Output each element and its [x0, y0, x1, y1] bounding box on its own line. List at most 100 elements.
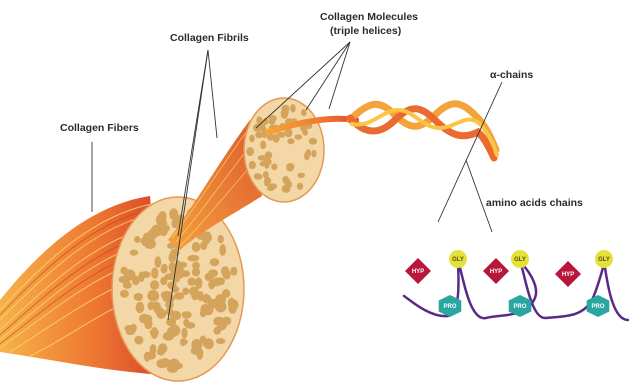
fibril-dot	[147, 290, 159, 302]
amino-unit: HYP GLY PRO	[483, 250, 531, 317]
fibril-dot	[140, 271, 151, 278]
fibril-dot	[210, 258, 220, 266]
fibril-dot	[183, 319, 189, 327]
fibril-dot	[246, 147, 254, 156]
fibril-dot	[155, 256, 162, 268]
fibril-dot	[124, 269, 136, 280]
fibril-dot	[150, 329, 159, 336]
fibril-dot	[156, 309, 166, 319]
fibril-dot	[200, 241, 207, 250]
fibril-dot	[157, 359, 168, 368]
fibril-dot	[297, 173, 305, 178]
fibril-dot	[191, 347, 201, 355]
fibril-dot	[182, 311, 189, 318]
fibril-dot	[249, 161, 256, 169]
fibril-dot	[219, 244, 226, 256]
fibril-dot	[282, 176, 288, 183]
fibril-dot	[150, 280, 159, 290]
gly-label: GLY	[514, 257, 526, 263]
fibril-dot	[161, 264, 167, 271]
fibril-dot	[168, 359, 179, 371]
fibril-dot	[294, 134, 302, 139]
label-amino-acids-chains: amino acids chains	[486, 197, 583, 209]
fibril-dot	[255, 132, 263, 139]
fibril-dot	[223, 270, 231, 280]
gly-label: GLY	[452, 257, 464, 263]
fibril-dot	[268, 118, 275, 125]
label-collagen-fibrils: Collagen Fibrils	[170, 32, 249, 44]
fibril-dot	[286, 163, 294, 170]
amino-unit: HYP GLY PRO	[555, 250, 613, 317]
fibril-dot	[188, 277, 197, 285]
fibril-dot	[301, 109, 307, 116]
fibril-dot	[254, 174, 262, 180]
fibril-dot	[200, 336, 206, 344]
fibril-dot	[256, 116, 262, 124]
fibril-dot	[204, 231, 212, 242]
fibril-dot	[282, 185, 291, 193]
fibril-dot	[230, 267, 237, 276]
hyp-label: HYP	[490, 269, 502, 275]
fibril-dot	[272, 134, 279, 143]
fibril-dot	[200, 304, 209, 314]
fibril-dot	[134, 236, 140, 243]
fibril-dot	[134, 336, 143, 345]
fibril-dot	[156, 214, 166, 226]
gly-label: GLY	[598, 257, 610, 263]
label-alpha-chains: α-chains	[490, 69, 533, 81]
fibril-dot	[192, 242, 201, 252]
fibril-dot	[297, 183, 303, 190]
fibril-dot	[147, 302, 154, 311]
fibril-dot	[253, 124, 262, 132]
hyp-label: HYP	[412, 269, 424, 275]
fibril-dot	[230, 300, 239, 311]
fibril-dot	[134, 293, 143, 301]
fibril-dot	[120, 290, 129, 298]
fibril-dot	[192, 262, 200, 270]
pro-label: PRO	[591, 304, 604, 310]
fibril-dot	[260, 161, 268, 166]
fibril-dot	[168, 253, 176, 263]
fibril-dot	[309, 138, 317, 145]
fibril-dot	[271, 164, 277, 171]
fibril-cross-section	[244, 98, 324, 202]
fibril-dot	[170, 325, 181, 337]
pro-label: PRO	[513, 304, 526, 310]
fibril-dot	[290, 104, 296, 113]
fibril-dot	[123, 281, 132, 288]
fibril-dot	[158, 343, 167, 353]
fiber-cross-section	[112, 197, 244, 381]
fibril-dot	[181, 328, 187, 339]
fibril-dot	[174, 292, 184, 299]
fibril-dot	[249, 135, 255, 143]
fibril-dot	[208, 269, 218, 277]
fibril-dot	[263, 171, 269, 178]
fibril-dot	[216, 338, 225, 344]
fibril-dot	[311, 150, 316, 158]
fibril-dot	[215, 301, 227, 313]
label-collagen-molecules: Collagen Molecules	[320, 11, 418, 23]
fibril-dot	[267, 186, 275, 191]
fibril-dot	[136, 302, 145, 313]
fibril-dot	[212, 277, 220, 286]
hyp-label: HYP	[562, 272, 574, 278]
label-collagen-fibers: Collagen Fibers	[60, 122, 139, 134]
fibril-dot	[218, 235, 224, 243]
fibril-dot	[151, 225, 163, 237]
fibril-dot	[139, 314, 150, 324]
pro-label: PRO	[443, 304, 456, 310]
fibril-dot	[217, 319, 227, 331]
fibril-dot	[189, 287, 199, 297]
fibril-dot	[144, 239, 156, 249]
fibril-dot	[164, 273, 174, 280]
fibril-dot	[180, 339, 188, 345]
fibril-dot	[306, 149, 312, 157]
fibril-dot	[287, 138, 294, 144]
fibril-dot	[151, 267, 158, 278]
fibril-dot	[187, 255, 199, 262]
amino-acid-chain: HYP GLY PRO HYP GLY PRO HYP GLY PRO	[404, 250, 628, 320]
label-triple-helices: (triple helices)	[330, 25, 401, 37]
fibril-dot	[130, 324, 136, 333]
fibril-dot	[150, 344, 157, 354]
